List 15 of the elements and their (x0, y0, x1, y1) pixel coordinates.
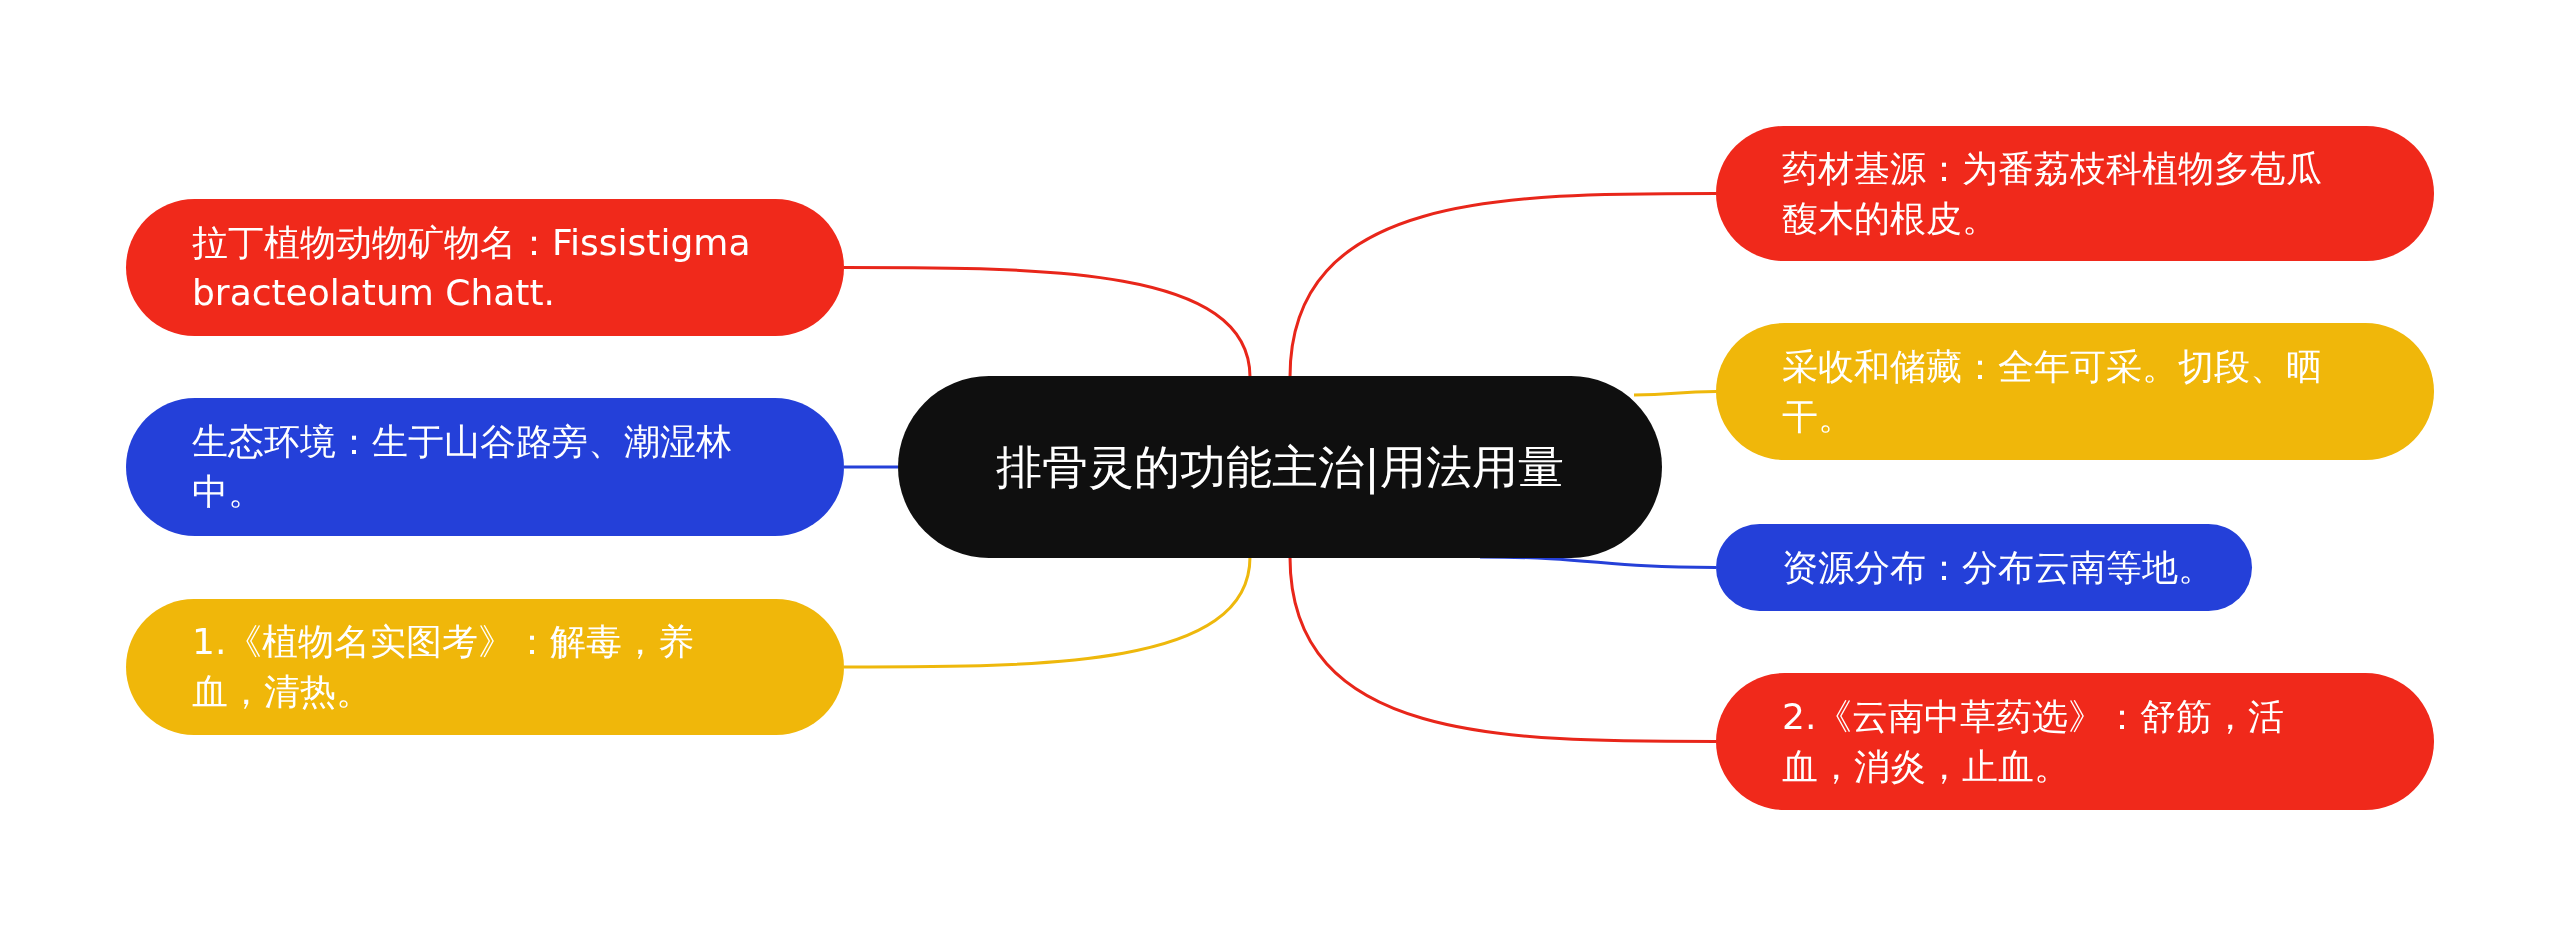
connector-line (844, 465, 898, 469)
connector-line (844, 556, 1252, 669)
topic-text: 药材基源：为番荔枝科植物多苞瓜馥木的根皮。 (1782, 146, 2323, 241)
topic-text: 采收和储藏：全年可采。切段、晒干。 (1782, 344, 2323, 439)
topic-text: 资源分布：分布云南等地。 (1782, 545, 2214, 590)
connector-line (1480, 555, 1716, 569)
topic-text: 生态环境：生于山谷路旁、潮湿林中。 (192, 420, 733, 514)
topic-text: 1.《植物名实图考》：解毒，养血，清热。 (192, 620, 696, 714)
topic-text: 拉丁植物动物矿物名：Fissistigma bracteolatum Chatt. (192, 220, 752, 315)
topic-text: 排骨灵的功能主治|用法用量 (996, 439, 1564, 496)
connector-line (844, 266, 1252, 378)
connector-line (1288, 192, 1716, 378)
connector-line (1288, 556, 1716, 743)
topic-text: 2.《云南中草药选》：舒筋，活血，消炎，止血。 (1782, 694, 2286, 789)
connector-line (1634, 390, 1716, 397)
